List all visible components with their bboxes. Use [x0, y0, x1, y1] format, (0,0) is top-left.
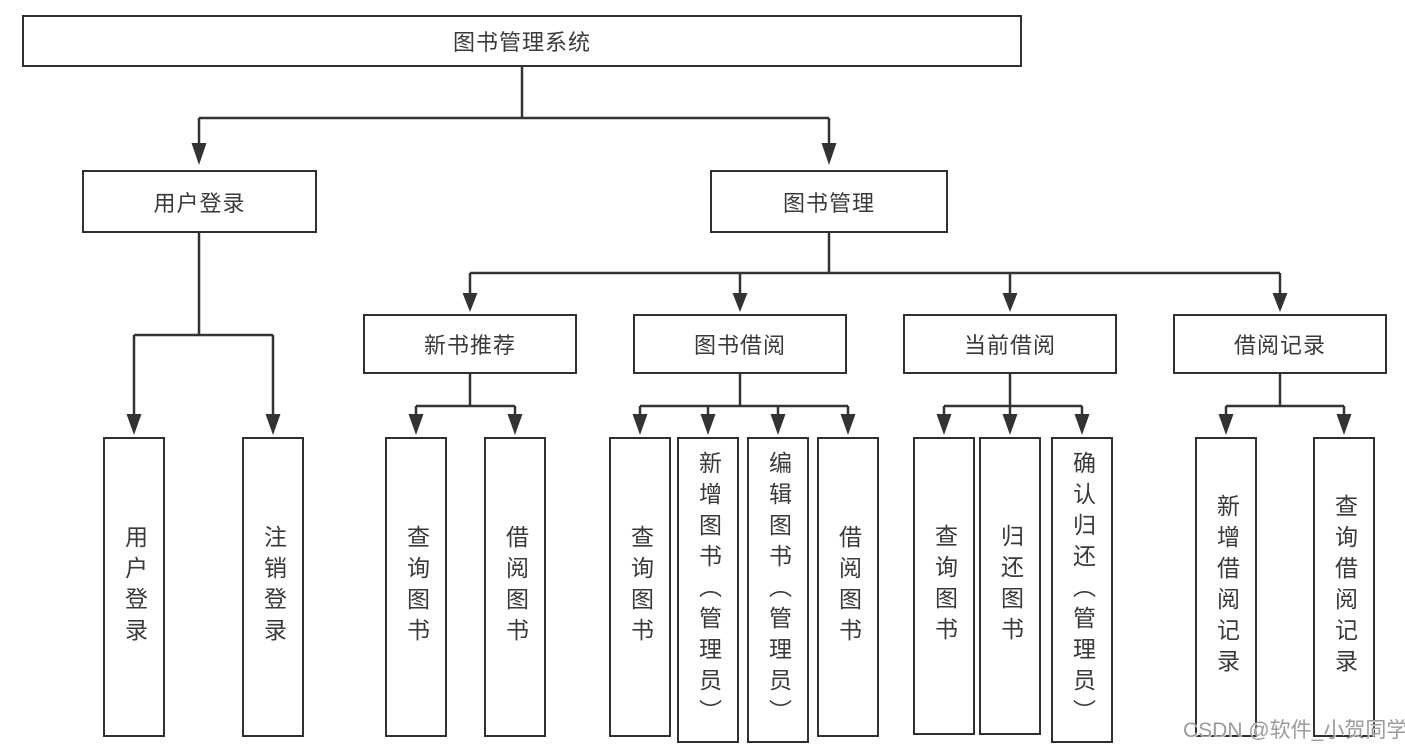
leaf-return-book: 归还图书: [979, 437, 1041, 735]
leaf-recommend-query-books-label: 查询图书: [403, 525, 430, 649]
leaf-borrowing-borrow-books-label: 借阅图书: [835, 525, 862, 649]
node-book-management: 图书管理: [710, 170, 948, 233]
leaf-borrowing-query-books: 查询图书: [609, 437, 671, 737]
node-root: 图书管理系统: [22, 15, 1022, 67]
leaf-edit-book-admin-label: 编辑图书（管理员）: [765, 450, 792, 730]
leaf-return-book-label: 归还图书: [997, 524, 1024, 648]
arrowheads-leaves: [126, 414, 1352, 435]
leaf-add-borrow-record: 新增借阅记录: [1195, 437, 1257, 737]
leaf-current-query-books: 查询图书: [913, 437, 975, 735]
node-book-borrowing: 图书借阅: [633, 314, 847, 374]
arrowheads-level3: [462, 293, 1288, 312]
leaf-recommend-borrow-books: 借阅图书: [484, 437, 546, 737]
leaf-query-borrow-record-label: 查询借阅记录: [1331, 494, 1358, 680]
leaf-edit-book-admin: 编辑图书（管理员）: [747, 437, 809, 743]
leaf-current-query-books-label: 查询图书: [931, 524, 958, 648]
leaf-borrowing-query-books-label: 查询图书: [627, 525, 654, 649]
leaf-query-borrow-record: 查询借阅记录: [1313, 437, 1375, 737]
node-current-borrowing: 当前借阅: [903, 314, 1117, 374]
leaf-add-book-admin-label: 新增图书（管理员）: [695, 450, 722, 730]
leaf-logout-label: 注销登录: [260, 525, 287, 649]
node-user-login: 用户登录: [82, 170, 317, 233]
connector-path: [132, 67, 1346, 417]
leaf-add-borrow-record-label: 新增借阅记录: [1213, 494, 1240, 680]
leaf-user-login-label: 用户登录: [121, 525, 148, 649]
leaf-recommend-borrow-books-label: 借阅图书: [502, 525, 529, 649]
node-new-book-recommend: 新书推荐: [363, 314, 577, 374]
leaf-recommend-query-books: 查询图书: [385, 437, 447, 737]
leaf-confirm-return-admin: 确认归还（管理员）: [1051, 437, 1113, 743]
watermark: CSDN @软件_小贺同学: [1183, 719, 1405, 742]
leaf-add-book-admin: 新增图书（管理员）: [677, 437, 739, 743]
arrowheads-level2: [191, 143, 837, 165]
leaf-user-login: 用户登录: [103, 437, 165, 737]
leaf-borrowing-borrow-books: 借阅图书: [817, 437, 879, 737]
leaf-confirm-return-admin-label: 确认归还（管理员）: [1069, 450, 1096, 730]
leaf-logout: 注销登录: [242, 437, 304, 737]
node-borrowing-records: 借阅记录: [1173, 314, 1387, 374]
